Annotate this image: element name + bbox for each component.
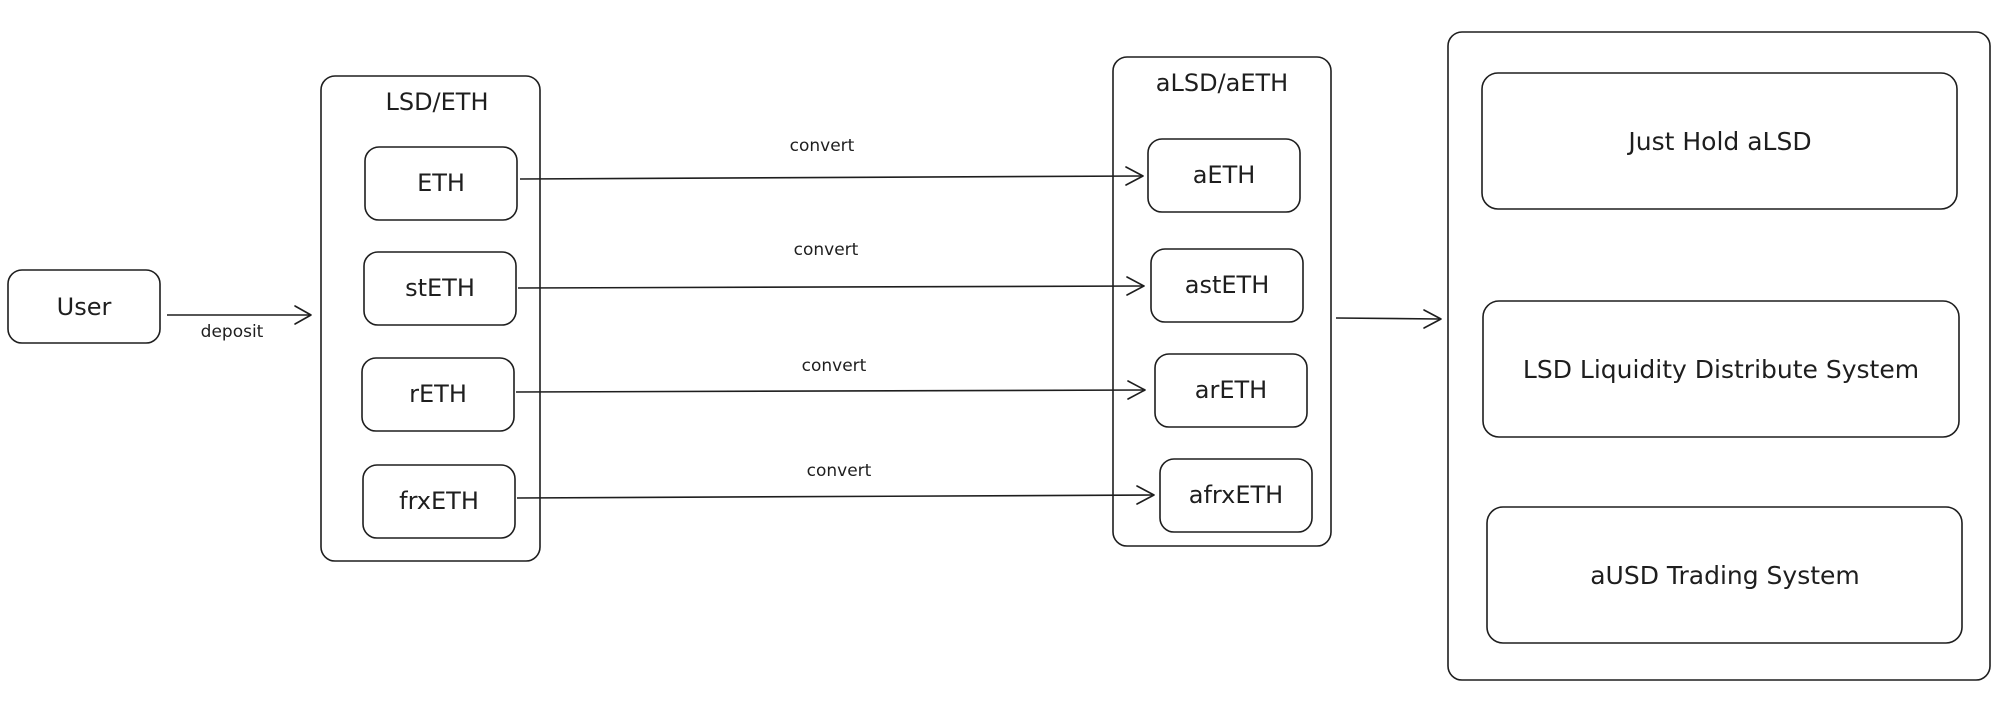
alsd-aeth-group: aLSD/aETH aETH astETH arETH afrxETH xyxy=(1112,56,1332,547)
system-just-hold-alsd: Just Hold aLSD xyxy=(1481,72,1958,210)
lsd-item-steth-label: stETH xyxy=(405,274,475,302)
lsd-item-steth: stETH xyxy=(363,251,517,326)
alsd-item-areth-label: arETH xyxy=(1195,376,1267,404)
system-ausd-trading-label: aUSD Trading System xyxy=(1590,561,1860,590)
system-ausd-trading: aUSD Trading System xyxy=(1486,506,1963,644)
lsd-item-reth: rETH xyxy=(361,357,515,432)
systems-container: Just Hold aLSD LSD Liquidity Distribute … xyxy=(1447,31,1991,681)
convert-edge-eth: convert xyxy=(519,136,1144,186)
lsd-eth-group: LSD/ETH ETH stETH rETH frxETH xyxy=(320,75,541,562)
alsd-item-afrxeth-label: afrxETH xyxy=(1189,481,1283,509)
alsd-to-systems-edge xyxy=(1335,309,1442,329)
convert-edge-steth-label: convert xyxy=(794,240,859,260)
alsd-item-aeth: aETH xyxy=(1147,138,1301,213)
lsd-item-eth-label: ETH xyxy=(417,169,465,197)
lsd-item-frxeth: frxETH xyxy=(362,464,516,539)
alsd-item-areth: arETH xyxy=(1154,353,1308,428)
convert-edge-frxeth-label: convert xyxy=(807,461,872,481)
convert-edge-eth-label: convert xyxy=(790,136,855,156)
user-node: User xyxy=(7,269,161,344)
alsd-item-asteth: astETH xyxy=(1150,248,1304,323)
alsd-item-afrxeth: afrxETH xyxy=(1159,458,1313,533)
system-lsd-liquidity-label: LSD Liquidity Distribute System xyxy=(1523,355,1919,384)
lsd-item-frxeth-label: frxETH xyxy=(399,487,479,515)
convert-edge-reth: convert xyxy=(515,356,1146,400)
system-just-hold-alsd-label: Just Hold aLSD xyxy=(1626,127,1811,156)
alsd-aeth-group-title: aLSD/aETH xyxy=(1156,69,1288,97)
deposit-edge-label: deposit xyxy=(201,322,264,342)
deposit-edge: deposit xyxy=(167,305,312,342)
convert-edge-steth: convert xyxy=(517,240,1145,296)
convert-edge-reth-label: convert xyxy=(802,356,867,376)
alsd-item-aeth-label: aETH xyxy=(1193,161,1256,189)
lsd-eth-group-title: LSD/ETH xyxy=(385,88,488,116)
lsd-item-reth-label: rETH xyxy=(409,380,467,408)
user-label: User xyxy=(57,293,112,321)
convert-edge-frxeth: convert xyxy=(516,461,1155,505)
system-lsd-liquidity: LSD Liquidity Distribute System xyxy=(1482,300,1960,438)
lsd-item-eth: ETH xyxy=(364,146,518,221)
alsd-item-asteth-label: astETH xyxy=(1185,271,1270,299)
